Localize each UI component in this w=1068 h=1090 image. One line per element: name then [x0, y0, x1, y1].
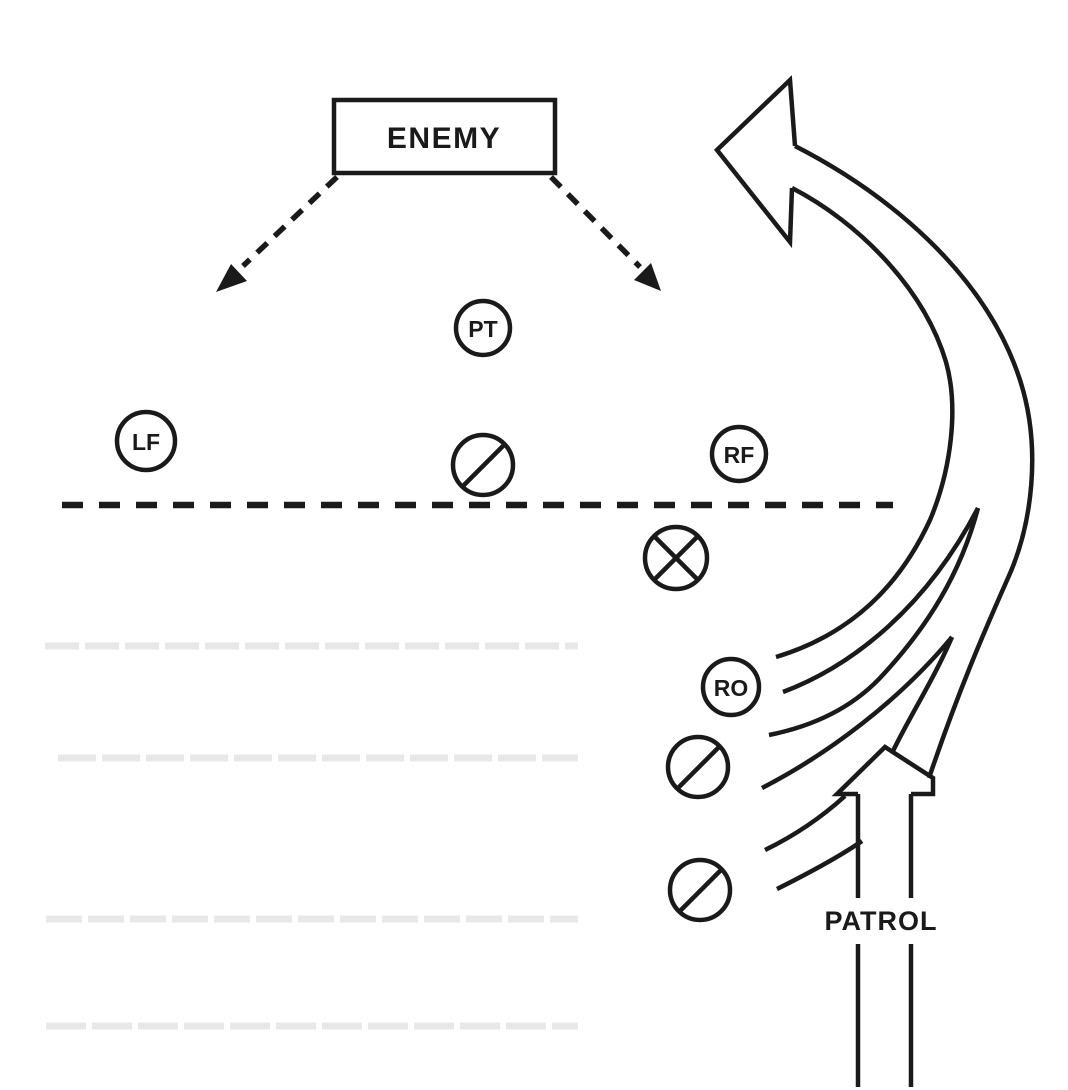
- motion-sliver-1-upper: [782, 506, 980, 695]
- patrol-route-curved-arrow-icon: [713, 75, 1035, 892]
- lf-label: LF: [132, 429, 160, 455]
- motion-sliver-2-upper: [760, 635, 954, 790]
- curved-band-outer-edge: [793, 143, 1035, 779]
- enemy-fire-arrow-right-icon: [549, 175, 661, 291]
- crossed-circle-icon: [642, 524, 710, 592]
- ro-label: RO: [714, 675, 749, 701]
- enemy-label: ENEMY: [387, 122, 501, 155]
- enemy-box: ENEMY: [331, 97, 558, 176]
- slashed-circle-icon-1: [450, 432, 516, 498]
- motion-swoosh-2: [775, 839, 864, 892]
- curved-band-inner-edge: [775, 186, 955, 660]
- arrowhead-right: [634, 263, 661, 291]
- pt-label: PT: [468, 316, 497, 342]
- position-ro-icon: RO: [700, 656, 762, 718]
- patrol-arrowhead: [831, 744, 936, 797]
- slashed-circle-icon-3: [667, 857, 733, 923]
- position-rf-icon: RF: [709, 424, 769, 484]
- arrowhead-left: [216, 264, 247, 292]
- position-lf-icon: LF: [114, 409, 178, 473]
- enemy-fire-arrow-left-icon: [216, 175, 339, 292]
- slashed-circle-icon-2: [665, 734, 731, 800]
- position-pt-icon: PT: [453, 298, 513, 358]
- patrol-label: PATROL: [825, 906, 938, 936]
- unit-symbols: PT LF RF RO: [114, 298, 769, 923]
- motion-sliver-1-lower: [768, 507, 981, 738]
- enemy-box-frame: [331, 97, 558, 176]
- patrol-axis-arrow-icon: [831, 744, 936, 1087]
- motion-sliver-2-lower: [890, 636, 955, 752]
- curved-arrowhead: [713, 75, 798, 249]
- faint-terrain-lines: [45, 642, 578, 1030]
- enemy-fire-arrows: [216, 175, 661, 292]
- motion-swoosh-1: [764, 794, 847, 853]
- rf-label: RF: [724, 442, 755, 468]
